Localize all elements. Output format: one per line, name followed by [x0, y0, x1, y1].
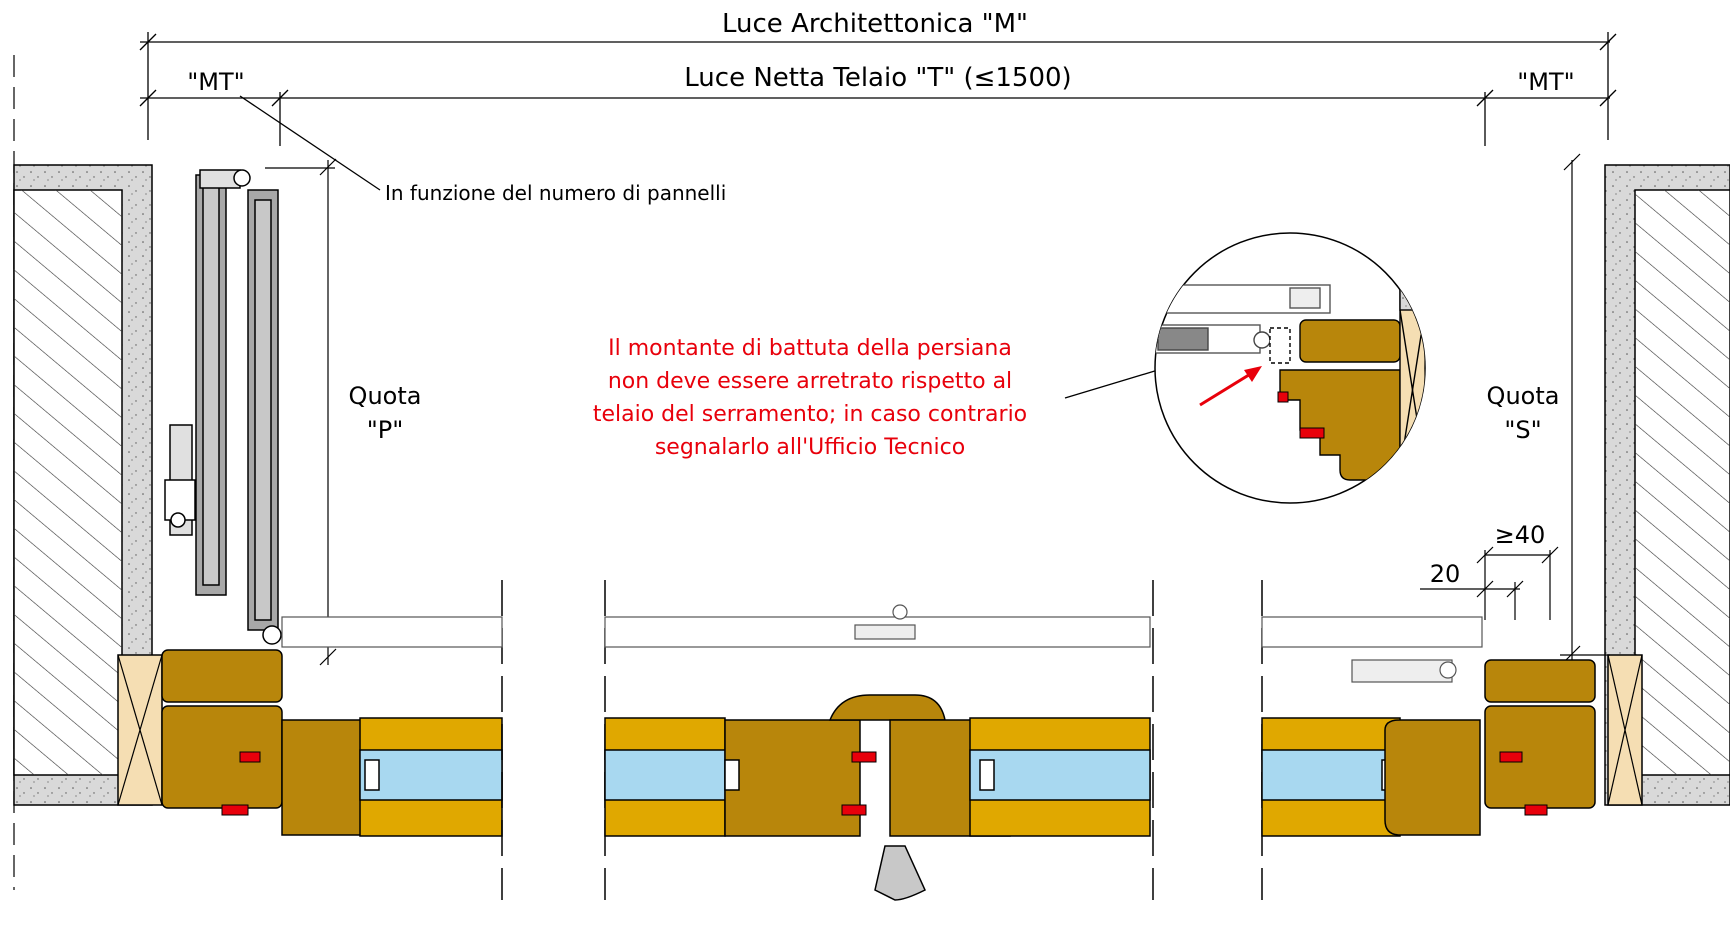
detail-circle	[1154, 232, 1426, 504]
quota-p-line2: "P"	[367, 416, 404, 444]
dim-20-label: 20	[1430, 560, 1461, 588]
warning-line-2: non deve essere arretrato rispetto al	[608, 369, 1012, 394]
mt-left-label: "MT"	[187, 68, 244, 96]
dim-40-label: ≥40	[1495, 521, 1546, 549]
warning-note: Il montante di battuta della persiana no…	[593, 336, 1159, 460]
left-wall	[13, 55, 163, 890]
right-wall	[1604, 164, 1730, 806]
quota-s-line1: Quota	[1487, 382, 1560, 410]
quota-p-line1: Quota	[349, 382, 422, 410]
window-frame-center	[604, 580, 1154, 901]
dimension-lines	[139, 32, 1617, 191]
warning-line-1: Il montante di battuta della persiana	[608, 336, 1012, 361]
folded-shutter-panels	[164, 169, 282, 645]
net-frame-dimension-label: Luce Netta Telaio "T" (≤1500)	[684, 63, 1071, 93]
shutter-profile-left	[281, 616, 503, 648]
panels-note-label: In funzione del numero di pannelli	[385, 181, 726, 205]
quota-s-dimension	[1560, 153, 1610, 663]
mt-right-label: "MT"	[1517, 68, 1574, 96]
gasket-left	[221, 751, 261, 816]
overall-dimension-label: Luce Architettonica "M"	[722, 9, 1028, 39]
gasket-right	[1499, 751, 1548, 816]
clearance-dimensions	[1420, 546, 1559, 620]
window-frame-left	[161, 580, 503, 900]
warning-line-4: segnalarlo all'Ufficio Tecnico	[655, 435, 965, 460]
quota-s-line2: "S"	[1504, 416, 1541, 444]
warning-line-3: telaio del serramento; in caso contrario	[593, 402, 1027, 427]
quota-p-dimension	[265, 158, 337, 666]
shutter-profile-center	[604, 604, 1151, 648]
window-frame-right	[1261, 580, 1596, 900]
gasket-center	[841, 751, 877, 816]
shutter-profile-right	[1261, 616, 1483, 683]
